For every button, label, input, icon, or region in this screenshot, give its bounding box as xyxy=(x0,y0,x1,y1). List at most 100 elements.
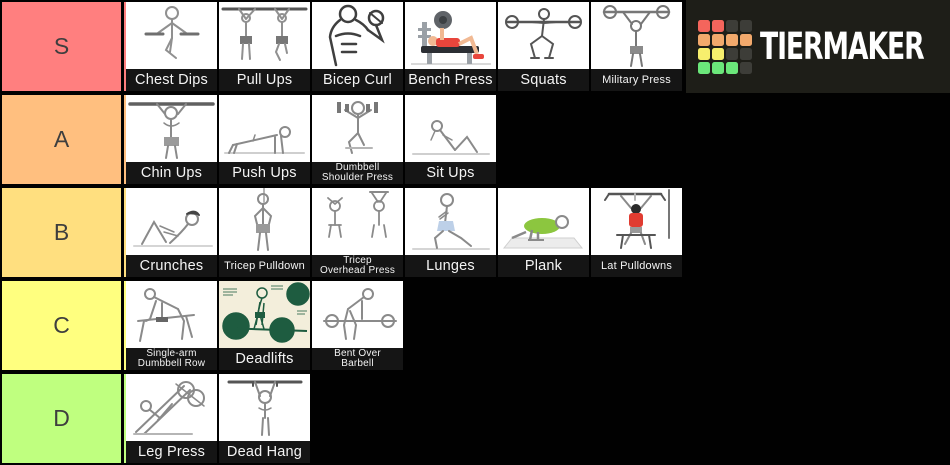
logo-grid-square xyxy=(712,33,724,46)
tier-edge-sliver xyxy=(124,95,126,184)
dead-hang-icon xyxy=(219,374,310,441)
exercise-label: Crunches xyxy=(126,255,217,277)
exercise-label: Dead Hang xyxy=(219,441,310,463)
tiermaker-grid-icon xyxy=(698,19,752,74)
logo-grid-square xyxy=(726,61,738,74)
exercise-card-lunges[interactable]: Lunges xyxy=(405,188,496,277)
exercise-card-push-ups[interactable]: Push Ups xyxy=(219,95,310,184)
exercise-card-pull-ups[interactable]: Pull Ups xyxy=(219,2,310,91)
exercise-card-dead-hang[interactable]: Dead Hang xyxy=(219,374,310,463)
tier-edge-sliver xyxy=(124,374,126,463)
exercise-card-crunches[interactable]: Crunches xyxy=(126,188,217,277)
tier-letter: A xyxy=(53,126,70,152)
tier-edge-sliver xyxy=(124,188,126,277)
bench-press-icon xyxy=(405,2,496,69)
exercise-label: Tricep Overhead Press xyxy=(312,255,403,277)
single-arm-dumbbell-row-icon xyxy=(126,281,217,348)
exercise-card-deadlifts[interactable]: Deadlifts xyxy=(219,281,310,370)
tier-label-c: C xyxy=(2,281,121,370)
logo-grid-square xyxy=(740,47,752,60)
logo-grid-square xyxy=(726,33,738,46)
exercise-card-plank[interactable]: Plank xyxy=(498,188,589,277)
tricep-pulldown-icon xyxy=(219,188,310,255)
exercise-card-squats[interactable]: Squats xyxy=(498,2,589,91)
logo-grid-square xyxy=(698,19,710,32)
logo-grid-square xyxy=(726,47,738,60)
lat-pulldowns-icon xyxy=(591,188,682,255)
exercise-card-leg-press[interactable]: Leg Press xyxy=(126,374,217,463)
exercise-card-chin-ups[interactable]: Chin Ups xyxy=(126,95,217,184)
chin-ups-icon xyxy=(126,95,217,162)
exercise-card-chest-dips[interactable]: Chest Dips xyxy=(126,2,217,91)
exercise-card-tricep-pulldown[interactable]: Tricep Pulldown xyxy=(219,188,310,277)
exercise-label: Chest Dips xyxy=(126,69,217,91)
exercise-label: Plank xyxy=(498,255,589,277)
exercise-label: Pull Ups xyxy=(219,69,310,91)
tiermaker-logo-text: TIERMAKER xyxy=(760,25,925,68)
logo-grid-square xyxy=(740,33,752,46)
logo-grid-square xyxy=(698,61,710,74)
exercise-card-bent-over-barbell[interactable]: Bent Over Barbell xyxy=(312,281,403,370)
military-press-icon xyxy=(591,2,682,69)
tier-letter: S xyxy=(53,33,70,59)
exercise-label: Dumbbell Shoulder Press xyxy=(312,162,403,184)
pull-ups-icon xyxy=(219,2,310,69)
tier-edge-sliver xyxy=(124,2,126,91)
exercise-label: Chin Ups xyxy=(126,162,217,184)
tricep-overhead-press-icon xyxy=(312,188,403,255)
exercise-label: Leg Press xyxy=(126,441,217,463)
exercise-card-tricep-overhead-press[interactable]: Tricep Overhead Press xyxy=(312,188,403,277)
exercise-label: Push Ups xyxy=(219,162,310,184)
exercise-label: Bent Over Barbell xyxy=(312,348,403,370)
tier-letter: C xyxy=(53,312,70,338)
logo-grid-square xyxy=(740,19,752,32)
exercise-card-single-arm-dumbbell-row[interactable]: Single-arm Dumbbell Row xyxy=(126,281,217,370)
push-ups-icon xyxy=(219,95,310,162)
exercise-card-sit-ups[interactable]: Sit Ups xyxy=(405,95,496,184)
exercise-label: Bicep Curl xyxy=(312,69,403,91)
leg-press-icon xyxy=(126,374,217,441)
exercise-card-bicep-curl[interactable]: Bicep Curl xyxy=(312,2,403,91)
exercise-label: Military Press xyxy=(591,69,682,91)
chest-dips-icon xyxy=(126,2,217,69)
bent-over-barbell-icon xyxy=(312,281,403,348)
sit-ups-icon xyxy=(405,95,496,162)
exercise-card-lat-pulldowns[interactable]: Lat Pulldowns xyxy=(591,188,682,277)
logo-grid-square xyxy=(698,33,710,46)
exercise-label: Sit Ups xyxy=(405,162,496,184)
exercise-card-bench-press[interactable]: Bench Press xyxy=(405,2,496,91)
logo-grid-square xyxy=(726,19,738,32)
tier-label-d: D xyxy=(2,374,121,463)
exercise-label: Tricep Pulldown xyxy=(219,255,310,277)
logo-grid-square xyxy=(712,19,724,32)
exercise-card-dumbbell-shoulder-press[interactable]: Dumbbell Shoulder Press xyxy=(312,95,403,184)
squats-icon xyxy=(498,2,589,69)
tier-letter: B xyxy=(53,219,70,245)
tier-label-s: S xyxy=(2,2,121,91)
plank-icon xyxy=(498,188,589,255)
exercise-label: Deadlifts xyxy=(219,348,310,370)
exercise-label: Single-arm Dumbbell Row xyxy=(126,348,217,370)
exercise-label: Squats xyxy=(498,69,589,91)
tier-label-b: B xyxy=(2,188,121,277)
logo-grid-square xyxy=(712,47,724,60)
logo-grid-square xyxy=(698,47,710,60)
tier-edge-sliver xyxy=(124,281,126,370)
exercise-label: Bench Press xyxy=(405,69,496,91)
lunges-icon xyxy=(405,188,496,255)
tiermaker-logo[interactable]: TIERMAKER xyxy=(686,0,950,93)
deadlifts-icon xyxy=(219,281,310,348)
exercise-card-military-press[interactable]: Military Press xyxy=(591,2,682,91)
bicep-curl-icon xyxy=(312,2,403,69)
logo-grid-square xyxy=(740,61,752,74)
logo-grid-square xyxy=(712,61,724,74)
tier-label-a: A xyxy=(2,95,121,184)
crunches-icon xyxy=(126,188,217,255)
exercise-label: Lunges xyxy=(405,255,496,277)
exercise-label: Lat Pulldowns xyxy=(591,255,682,277)
